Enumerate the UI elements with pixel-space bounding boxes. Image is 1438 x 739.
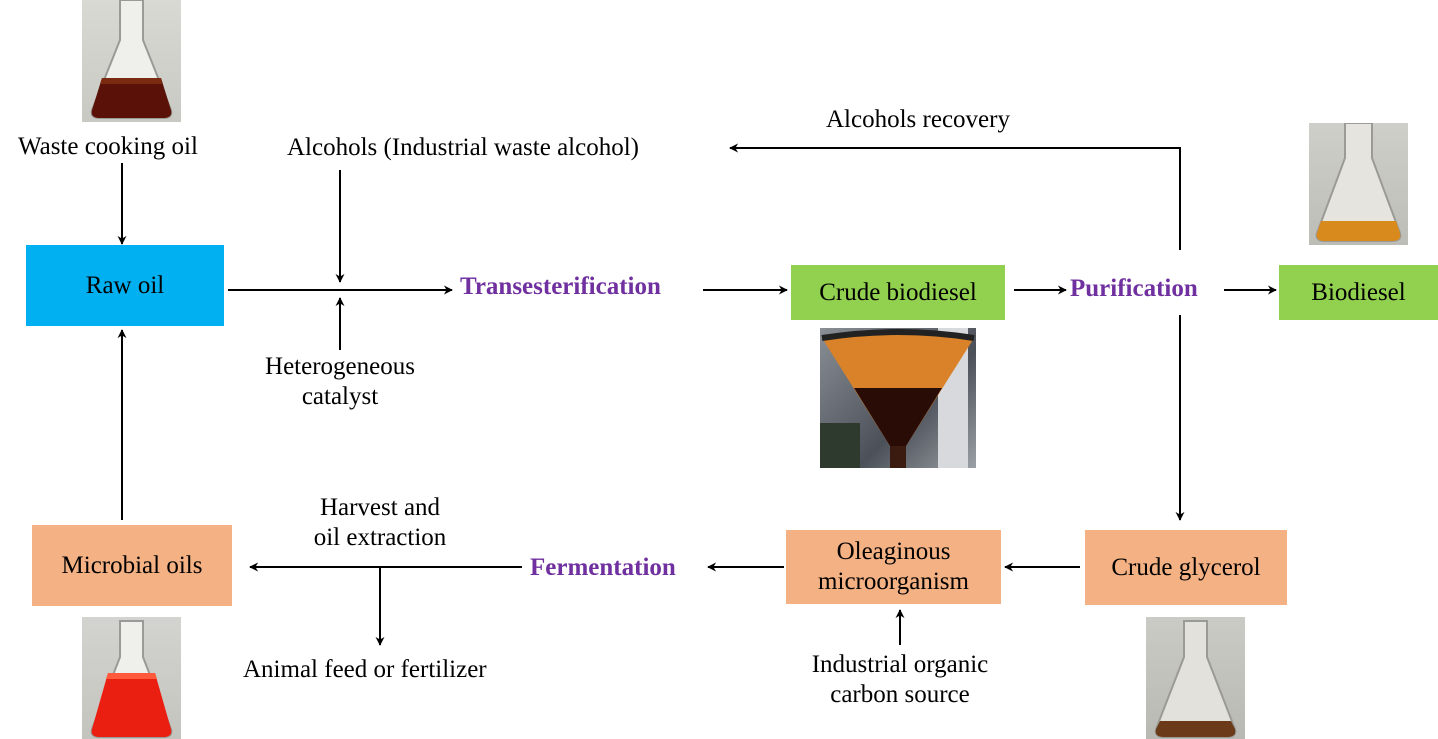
waste-cooking-oil-flask-photo — [82, 0, 181, 122]
waste-cooking-oil-label: Waste cooking oil — [18, 133, 198, 160]
biodiesel-box: Biodiesel — [1279, 265, 1438, 320]
oleaginous-label-line1: Oleaginous — [836, 538, 951, 565]
biodiesel-flask-photo — [1309, 123, 1408, 245]
crude-biodiesel-label: Crude biodiesel — [819, 278, 977, 306]
flask-icon — [1315, 123, 1402, 242]
alcohols-label: Alcohols (Industrial waste alcohol) — [287, 134, 639, 161]
oleaginous-microorganism-box: Oleaginous microorganism — [786, 530, 1001, 604]
biodiesel-label: Biodiesel — [1311, 278, 1406, 306]
catalyst-label-line2: catalyst — [301, 383, 379, 410]
crude-biodiesel-box: Crude biodiesel — [791, 265, 1005, 320]
fermentation-label: Fermentation — [530, 554, 676, 581]
catalyst-label-line1: Heterogeneous — [265, 353, 415, 380]
separatory-funnel-icon — [820, 328, 975, 468]
raw-oil-label: Raw oil — [85, 271, 165, 299]
transesterification-label: Transesterification — [460, 273, 661, 300]
catalyst-label: Heterogeneous catalyst — [240, 352, 440, 412]
carbon-source-label-line2: carbon source — [830, 681, 970, 708]
flask-icon — [90, 620, 173, 738]
microbial-oils-box: Microbial oils — [32, 525, 232, 606]
flask-icon — [1154, 620, 1237, 738]
purification-label: Purification — [1070, 275, 1198, 302]
crude-biodiesel-funnel-photo — [820, 328, 976, 468]
raw-oil-box: Raw oil — [26, 245, 224, 326]
animal-feed-label: Animal feed or fertilizer — [243, 656, 487, 683]
carbon-source-label: Industrial organic carbon source — [785, 650, 1015, 710]
arrow-alcohols-recovery — [729, 143, 1181, 250]
crude-glycerol-label: Crude glycerol — [1111, 553, 1261, 581]
flask-icon — [90, 0, 173, 119]
harvest-label: Harvest and oil extraction — [280, 493, 480, 553]
crude-glycerol-box: Crude glycerol — [1085, 530, 1287, 605]
alcohols-recovery-label: Alcohols recovery — [826, 106, 1010, 133]
oleaginous-label-line2: microorganism — [818, 568, 969, 595]
crude-glycerol-flask-photo — [1146, 617, 1245, 739]
microbial-oils-flask-photo — [82, 617, 181, 739]
harvest-label-line1: Harvest and — [319, 494, 441, 521]
carbon-source-label-line1: Industrial organic — [811, 651, 989, 678]
microbial-oils-label: Microbial oils — [61, 551, 203, 579]
harvest-label-line2: oil extraction — [313, 524, 447, 551]
